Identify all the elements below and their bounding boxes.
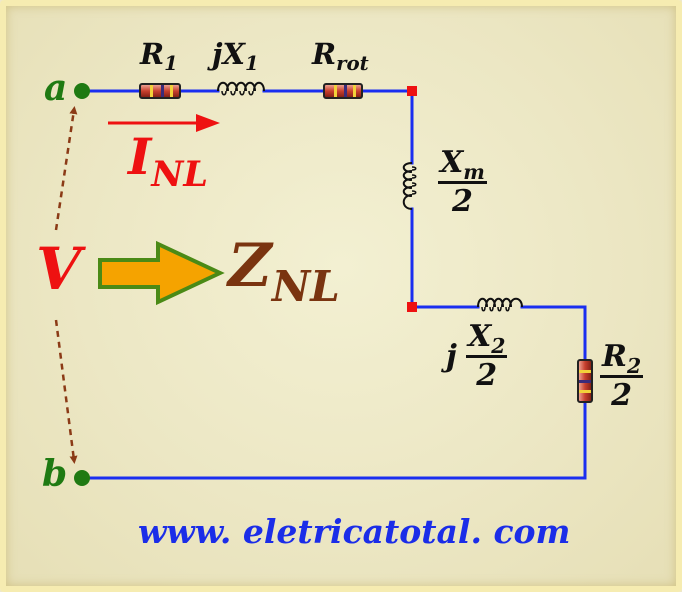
r2-fraction: R2 2	[600, 339, 644, 413]
resistor-icon	[139, 83, 181, 99]
dashed-arrow-icon	[54, 106, 78, 464]
jx2-prefix: j	[446, 339, 457, 374]
terminal-a-dot	[74, 83, 90, 99]
junction-top-right	[407, 86, 417, 96]
terminal-b-label: b	[42, 453, 68, 495]
terminal-b-dot	[74, 470, 90, 486]
inductor-icon	[477, 297, 523, 312]
inductor-icon	[217, 81, 265, 96]
voltage-label: V	[36, 235, 82, 303]
rrot-label: Rrot	[312, 37, 369, 76]
wires	[80, 89, 587, 480]
resistor-icon	[577, 359, 593, 403]
terminal-a-label: a	[44, 67, 68, 109]
jx1-label: jX1	[212, 37, 259, 76]
junction-middle	[407, 302, 417, 312]
xm-fraction: Xm 2	[438, 145, 487, 219]
impedance-label: ZNL	[228, 231, 340, 311]
inductor-icon	[402, 162, 417, 210]
resistor-icon	[323, 83, 363, 99]
website-url: www. eletricatotal. com	[138, 512, 571, 551]
r1-label: R1	[140, 37, 178, 76]
block-arrow-icon	[98, 240, 225, 306]
current-arrow-icon	[108, 114, 220, 132]
jx2-fraction: X2 2	[466, 319, 508, 393]
current-label: INL	[128, 127, 208, 196]
